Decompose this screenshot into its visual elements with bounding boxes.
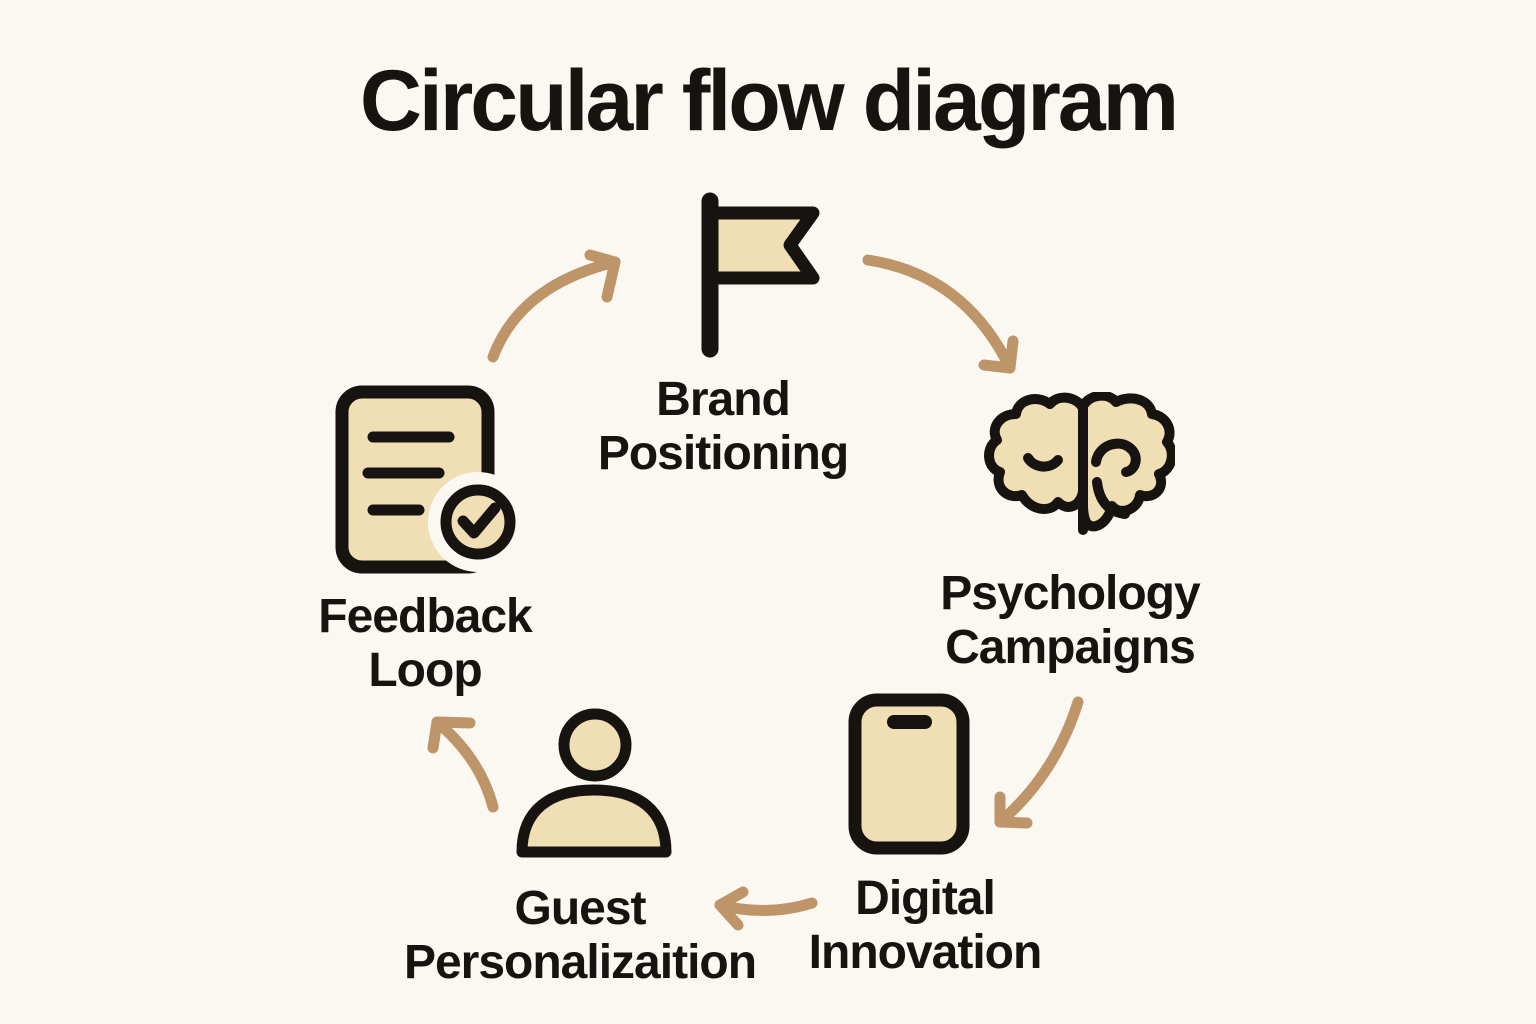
arrow-digital-to-guest-icon [714, 886, 818, 931]
node-label: Psychology Campaigns [890, 567, 1250, 675]
node-feedback-loop: Feedback Loop [245, 385, 605, 697]
label-line: Positioning [597, 427, 849, 480]
node-label: Feedback Loop [245, 590, 605, 698]
brain-icon [984, 392, 1175, 535]
label-line: Campaigns [945, 621, 1196, 674]
node-label: Brand Positioning [543, 373, 903, 481]
label-line: Innovation [808, 926, 1043, 979]
arrow-feedback-to-brand-icon [487, 249, 621, 363]
diagram-title: Circular flow diagram [359, 53, 1179, 149]
node-psychology-campaigns: Psychology Campaigns [890, 392, 1250, 675]
node-digital-innovation: Digital Innovation [745, 690, 1105, 980]
label-line: Brand [656, 373, 791, 426]
arrow-guest-to-feedback-icon [427, 716, 499, 813]
label-line: Digital [855, 872, 996, 925]
node-label: Digital Innovation [745, 872, 1105, 980]
smartphone-icon [848, 693, 970, 855]
document-check-icon [335, 385, 528, 574]
node-label: Guest Personalizaition [400, 882, 760, 990]
flag-icon [701, 192, 820, 358]
label-line: Psychology [940, 567, 1200, 620]
label-line: Loop [368, 644, 482, 697]
node-guest-personalization: Guest Personalizaition [400, 700, 760, 995]
arrow-brand-to-psychology-icon [862, 254, 1019, 374]
label-line: Feedback [318, 590, 532, 643]
node-brand-positioning: Brand Positioning [543, 190, 903, 480]
label-line: Guest [514, 882, 646, 935]
arrow-psychology-to-digital-icon [994, 696, 1084, 829]
label-line: Personalizaition [403, 936, 757, 989]
person-icon [516, 708, 672, 858]
